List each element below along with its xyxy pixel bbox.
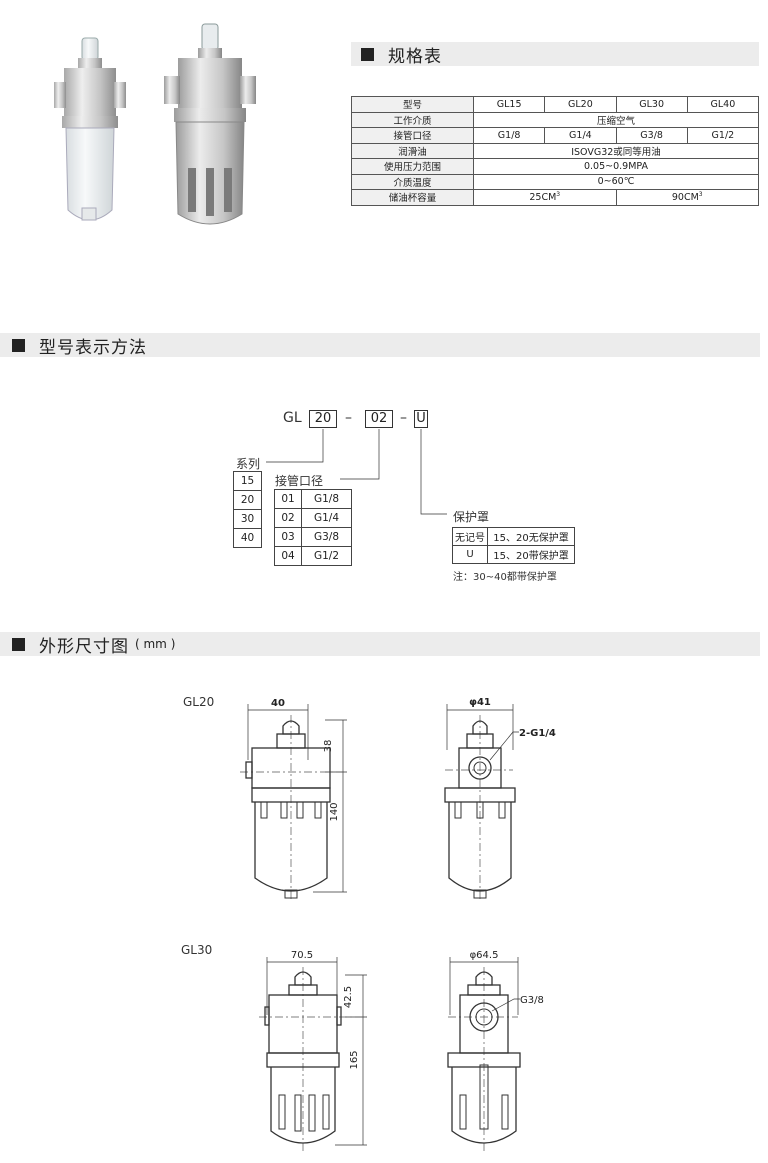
spec-title: 规格表 (388, 46, 442, 67)
model-prefix: GL (283, 410, 302, 426)
table-row: 工作介质 压缩空气 (351, 111, 759, 128)
series-label: 系列 (236, 457, 261, 471)
gl20-top-dim: 38 (323, 740, 334, 753)
square-bullet-icon (361, 47, 374, 61)
model-dash-1: – (345, 410, 352, 426)
gl30-side-drawing: φ64.5 G3/8 (447, 950, 544, 1153)
dims-unit: ( mm ) (135, 637, 176, 651)
table-row: 20 (233, 490, 262, 510)
spec-table: 型号 GL15 GL20 GL30 GL40 工作介质 压缩空气 接管口径 G1… (351, 96, 760, 206)
gl30-port-dim: G3/8 (520, 995, 544, 1006)
gl30-diameter-dim: φ64.5 (470, 950, 499, 961)
model-series-box: 20 (309, 410, 337, 428)
gl30-width-dim: 70.5 (291, 950, 313, 961)
table-row: 使用压力范围 0.05~0.9MPA (351, 158, 759, 175)
dims-title: 外形尺寸图 (39, 636, 129, 657)
gl30-top-dim: 42.5 (343, 986, 354, 1008)
guard-note: 注：30~40都带保护罩 (453, 572, 557, 583)
model-guard-box: U (414, 410, 428, 428)
dims-section-header: 外形尺寸图 ( mm ) (0, 632, 760, 657)
square-bullet-icon (12, 338, 25, 352)
table-row: 40 (233, 528, 262, 548)
gl30-height-dim: 165 (349, 1050, 360, 1069)
gl20-port-dim: 2-G1/4 (519, 728, 556, 739)
gl20-width-dim: 40 (271, 698, 285, 709)
square-bullet-icon (12, 637, 25, 651)
model-section-header: 型号表示方法 (0, 333, 760, 358)
model-port-box: 02 (365, 410, 393, 428)
gl20-label: GL20 (183, 695, 215, 709)
gl20-diameter-dim: φ41 (469, 697, 491, 708)
table-row: 30 (233, 509, 262, 529)
gl30-label: GL30 (181, 943, 213, 957)
gl30-front-drawing: 70.5 42.5 165 (259, 950, 367, 1153)
spec-section-header: 规格表 (351, 42, 759, 67)
gl20-side-drawing: φ41 2-G1/4 (444, 697, 556, 902)
gl20-height-dim: 140 (329, 802, 340, 821)
gl20-front-drawing: 40 38 140 (240, 698, 347, 902)
series-table: 15 20 30 40 (233, 471, 262, 548)
table-row: 储油杯容量 25CM3 90CM3 (351, 189, 759, 206)
model-dash-2: – (400, 410, 407, 426)
product-photo-large-lubricator (164, 23, 256, 225)
guard-label: 保护罩 (453, 510, 490, 524)
table-row: 15 (233, 471, 262, 491)
port-label: 接管口径 (275, 474, 324, 488)
product-photo-small-lubricator (54, 37, 126, 221)
model-connector-lines (266, 429, 447, 515)
model-title: 型号表示方法 (39, 337, 147, 358)
